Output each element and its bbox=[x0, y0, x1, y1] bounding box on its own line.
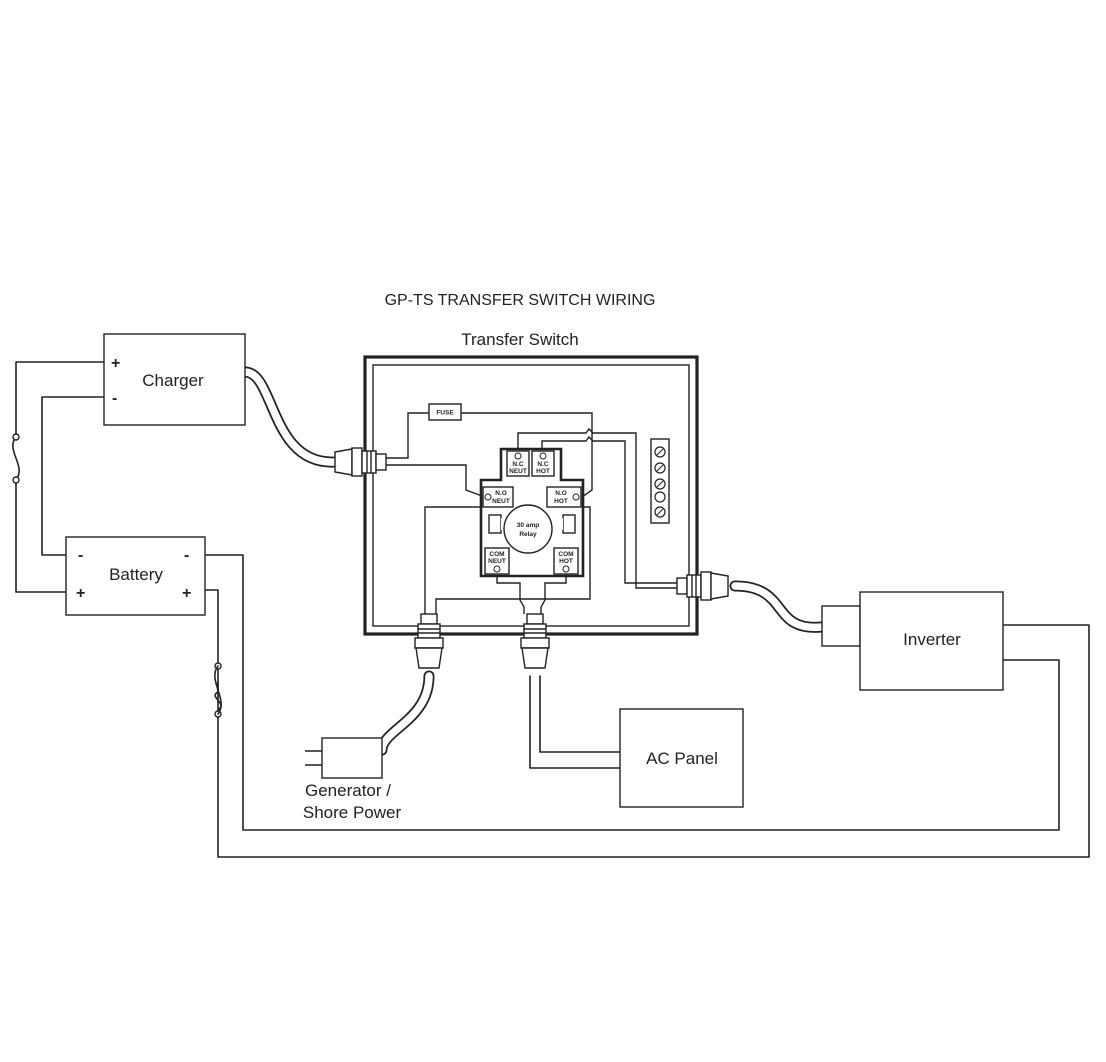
gland-inverter-side bbox=[676, 571, 729, 601]
terminal-nc-hot: N.C HOT bbox=[531, 450, 555, 477]
ac-panel-wire-2 bbox=[539, 675, 621, 753]
generator-label-line1: Generator / bbox=[305, 781, 391, 800]
terminal-com-hot: COM HOT bbox=[553, 547, 579, 575]
terminal-block bbox=[650, 438, 670, 524]
fuse-label: FUSE bbox=[436, 410, 454, 417]
battery-inverter-pos-wire bbox=[204, 589, 219, 713]
charger-pos-wire-2 bbox=[15, 479, 67, 593]
generator-plug: Generator / Shore Power bbox=[303, 737, 402, 822]
gland-charger-side bbox=[334, 447, 387, 477]
fuse: FUSE bbox=[428, 403, 462, 421]
ac-panel-wire-1 bbox=[529, 675, 621, 769]
inverter-cable bbox=[729, 580, 828, 633]
relay-label-line2: Relay bbox=[519, 531, 537, 538]
battery-pos-left-sign: + bbox=[76, 585, 85, 602]
svg-text:HOT: HOT bbox=[559, 558, 573, 565]
diagram-title: GP-TS TRANSFER SWITCH WIRING bbox=[385, 292, 656, 309]
charger-pos-sign: + bbox=[111, 355, 120, 372]
generator-label-line2: Shore Power bbox=[303, 803, 402, 822]
battery-label: Battery bbox=[109, 565, 163, 584]
relay-coil bbox=[503, 504, 553, 554]
fuse-terminal bbox=[12, 476, 20, 484]
ac-panel-label: AC Panel bbox=[646, 749, 718, 768]
charger-pos-fuse bbox=[12, 436, 20, 481]
battery-neg-right-sign: - bbox=[184, 547, 189, 564]
svg-text:COM: COM bbox=[489, 551, 504, 558]
svg-text:NEUT: NEUT bbox=[488, 558, 506, 565]
inverter-label: Inverter bbox=[903, 630, 961, 649]
ac-panel: AC Panel bbox=[619, 708, 744, 808]
charger-neg-wire bbox=[41, 396, 105, 556]
svg-text:NEUT: NEUT bbox=[509, 468, 527, 475]
relay: 30 amp Relay N.C NEUT N.C HOT N.O NEUT N… bbox=[479, 447, 585, 578]
terminal-screw bbox=[654, 446, 666, 518]
charger-label: Charger bbox=[142, 371, 204, 390]
charger-pos-wire bbox=[15, 361, 105, 438]
svg-text:N.C: N.C bbox=[537, 461, 549, 468]
battery-neg-left-sign: - bbox=[78, 547, 83, 564]
svg-text:HOT: HOT bbox=[554, 498, 568, 505]
relay-label-line1: 30 amp bbox=[517, 522, 539, 529]
terminal-nc-neut: N.C NEUT bbox=[506, 450, 530, 477]
svg-text:N.C: N.C bbox=[512, 461, 524, 468]
svg-text:COM: COM bbox=[558, 551, 573, 558]
generator-cable bbox=[376, 670, 435, 756]
battery-inverter-neg-wire bbox=[204, 554, 1060, 831]
battery: Battery - - + + bbox=[65, 536, 206, 616]
svg-text:N.O: N.O bbox=[495, 490, 507, 497]
terminal-com-neut: COM NEUT bbox=[484, 547, 510, 575]
gland-ac-panel-side bbox=[520, 613, 550, 669]
terminal-no-hot: N.O HOT bbox=[546, 486, 582, 508]
battery-pos-fuse bbox=[214, 665, 222, 715]
charger-neg-sign: - bbox=[112, 390, 117, 407]
svg-text:NEUT: NEUT bbox=[492, 498, 510, 505]
gland-generator-side bbox=[414, 613, 444, 669]
svg-text:N.O: N.O bbox=[555, 490, 567, 497]
inverter: Inverter bbox=[821, 591, 1004, 691]
charger: Charger + - bbox=[103, 333, 246, 426]
terminal-no-neut: N.O NEUT bbox=[482, 486, 514, 508]
svg-text:HOT: HOT bbox=[536, 468, 550, 475]
transfer-switch-label: Transfer Switch bbox=[461, 330, 578, 349]
fuse-terminal bbox=[12, 433, 20, 441]
battery-pos-right-sign: + bbox=[182, 585, 191, 602]
internal-wiring bbox=[386, 412, 677, 614]
charger-cable bbox=[239, 366, 341, 468]
